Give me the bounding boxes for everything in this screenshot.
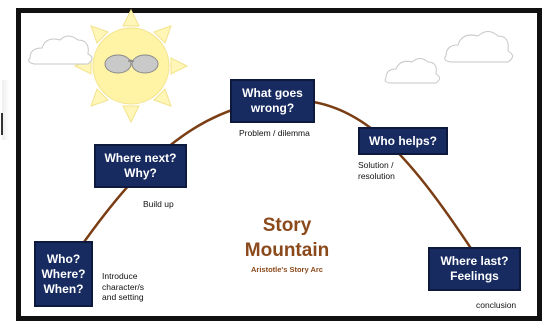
stage-label-problem: What goes wrong? xyxy=(242,86,303,115)
sunglasses-icon xyxy=(104,54,159,74)
cloud-icon xyxy=(28,35,93,65)
left-edge-shade xyxy=(2,80,10,140)
stage-label-introduction: Who? Where? When? xyxy=(41,251,86,296)
left-edge-tick xyxy=(1,113,3,135)
stage-note-conclusion: conclusion xyxy=(476,300,517,310)
stage-label-build-up: Where next? Why? xyxy=(104,151,177,180)
cloud-icon xyxy=(444,31,513,63)
stage-note-resolution: Solution / resolution xyxy=(358,160,395,181)
stage-note-introduction: Introduce character/s and setting xyxy=(102,271,145,303)
stage-box-introduction: Who? Where? When? xyxy=(34,241,93,307)
stage-box-problem: What goes wrong? xyxy=(230,79,315,123)
stage-note-build-up: Build up xyxy=(143,199,174,209)
cloud-icon xyxy=(384,58,440,84)
diagram-title: Story Mountain xyxy=(244,215,330,261)
stage-box-resolution: Who helps? xyxy=(358,127,448,155)
stage-label-resolution: Who helps? xyxy=(369,133,437,148)
stage-box-build-up: Where next? Why? xyxy=(94,144,187,188)
stage-note-problem: Problem / dilemma xyxy=(239,128,310,138)
stage-box-conclusion: Where last? Feelings xyxy=(428,247,521,291)
diagram-subtitle: Aristotle's Story Arc xyxy=(251,265,323,274)
stage-label-conclusion: Where last? Feelings xyxy=(440,254,509,283)
